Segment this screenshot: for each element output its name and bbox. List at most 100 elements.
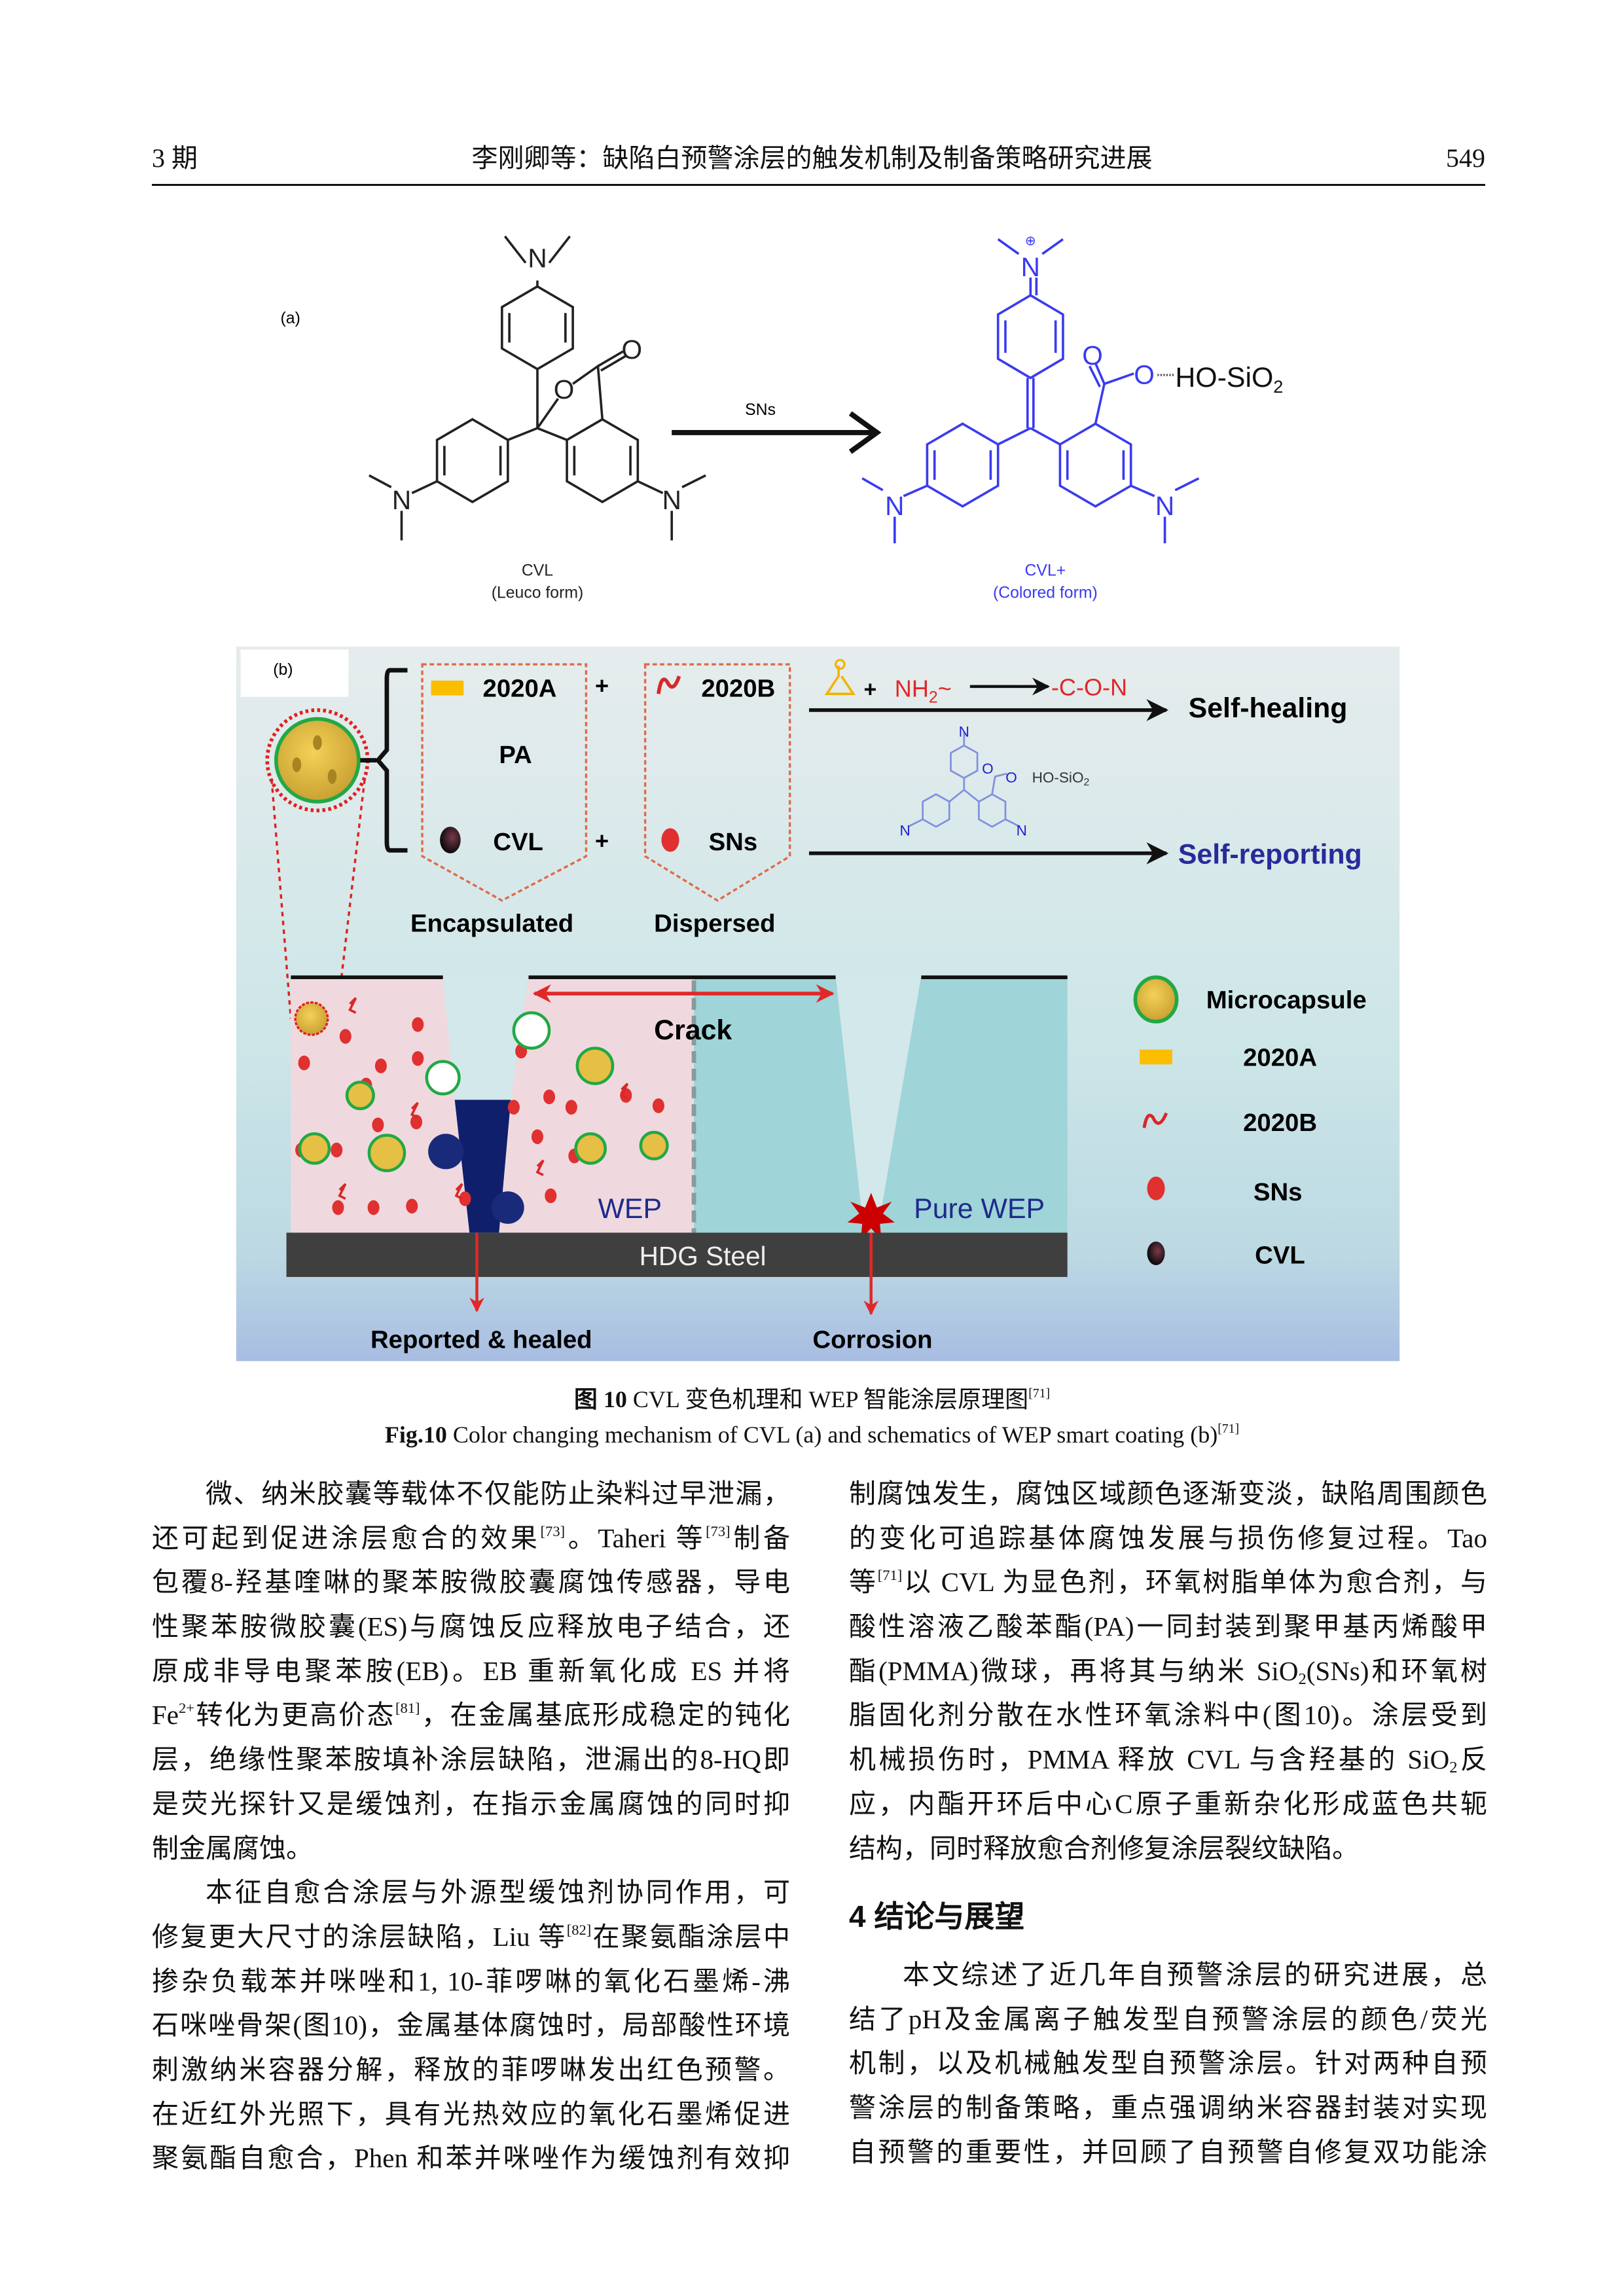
text-line: 刺激纳米容器分解，释放的菲啰啉发出红色预警。 xyxy=(152,2054,790,2085)
plus-sign: + xyxy=(595,672,609,699)
atom-n: N xyxy=(528,243,547,273)
reaction-arrow-head xyxy=(848,411,882,454)
atom-o: O xyxy=(1134,360,1155,390)
page-number: 549 xyxy=(1446,143,1485,173)
legend-2020b-icon xyxy=(1142,1112,1168,1128)
sns-particle xyxy=(372,1117,384,1133)
sns-particle xyxy=(543,1089,556,1105)
2020b-particle xyxy=(535,1159,545,1177)
amine-label: NH2~ xyxy=(895,675,952,707)
text-line: 结了pH及金属离子触发型自预警涂层的颜色/荧光 xyxy=(849,2003,1487,2034)
legend-cvl: CVL xyxy=(1255,1242,1305,1270)
text-line: 等[71]以 CVL 为显色剂，环氧树脂单体为愈合剂，与 xyxy=(849,1567,1488,1598)
running-header-title: 李刚卿等：缺陷白预警涂层的触发机制及制备策略研究进展 xyxy=(471,143,1153,173)
microcapsule-icon xyxy=(274,717,361,804)
text-line: 性聚苯胺微胶囊(ES)与腐蚀反应释放电子结合，还 xyxy=(152,1611,790,1642)
corrosion-burst-icon xyxy=(847,1193,895,1240)
crack-right xyxy=(835,975,922,1218)
legend-microcapsule: Microcapsule xyxy=(1206,986,1367,1014)
2020b-particle xyxy=(410,1102,419,1119)
hosio2-label: HO-SiO2 xyxy=(1175,362,1283,397)
atom-n: N xyxy=(1155,491,1174,521)
text-line: 本文综述了近几年自预警涂层的研究进展，总 xyxy=(903,1960,1487,1990)
text-line: 警涂层的制备策略，重点强调纳米容器封装对实现 xyxy=(849,2092,1487,2123)
panel-b-label-box xyxy=(240,649,349,697)
sns-particle xyxy=(565,1100,577,1115)
subscript: 2 xyxy=(1449,1759,1458,1777)
text-line: 酸性溶液乙酸苯酯(PA)一同封装到聚甲基丙烯酸甲 xyxy=(849,1611,1487,1642)
text-line: Fe2+转化为更高价态[81]，在金属基底形成稳定的钝化 xyxy=(152,1700,791,1731)
2020b-particle xyxy=(348,997,357,1014)
positive-charge-icon: ⊕ xyxy=(1025,234,1036,248)
text-line: 本征自愈合涂层与外源型缓蚀剂协同作用，可 xyxy=(206,1877,790,1908)
ruptured-capsule xyxy=(512,1011,551,1050)
text-line: 修复更大尺寸的涂层缺陷，Liu 等[82]在聚氨酯涂层中 xyxy=(152,1921,791,1952)
text-line: 层，绝缘性聚苯胺填补涂层缺陷，泄漏出的8-HQ即 xyxy=(152,1744,790,1775)
body-column-right-continued: 本文综述了近几年自预警涂层的研究进展，总结了pH及金属离子触发型自预警涂层的颜色… xyxy=(849,1953,1487,2174)
cvl-colored-structure xyxy=(861,238,1200,544)
encapsulated-box xyxy=(421,663,588,902)
text-line: 还可起到促进涂层愈合的效果[73]。Taheri 等[73]制备 xyxy=(152,1522,790,1553)
sns-icon xyxy=(661,828,679,852)
2020b-icon xyxy=(657,675,681,694)
cvl-plus-form: (Colored form) xyxy=(993,584,1098,602)
label-dispersed: Dispersed xyxy=(654,909,775,937)
citation: [81] xyxy=(395,1700,420,1717)
dispersed-box xyxy=(643,663,791,902)
figure-caption-cn: 图 10 CVL 变色机理和 WEP 智能涂层原理图[71] xyxy=(573,1386,1051,1412)
cvl-name: CVL xyxy=(522,562,553,580)
label-cvl: CVL xyxy=(493,828,543,856)
legend-microcapsule-icon xyxy=(1133,975,1179,1024)
legend-sns-icon xyxy=(1147,1176,1165,1200)
text-line: 制金属腐蚀。 xyxy=(152,1833,313,1863)
label-self-healing: Self-healing xyxy=(1189,692,1348,724)
microcapsule-particle xyxy=(639,1130,669,1160)
microcapsule-icon xyxy=(294,1001,329,1036)
text-line: 包覆8-羟基喹啉的聚苯胺微胶囊腐蚀传感器，导电 xyxy=(152,1567,790,1598)
text-line: 脂固化剂分散在水性环氧涂料中(图10)。涂层受到 xyxy=(849,1700,1487,1731)
atom-o: O xyxy=(1082,340,1103,370)
text-line: 原成非导电聚苯胺(EB)。EB 重新氧化成 ES 并将 xyxy=(152,1655,790,1686)
sns-particle xyxy=(531,1129,544,1145)
legend: Microcapsule 2020A 2020B SNs CVL xyxy=(1133,975,1367,1270)
running-header-issue: 3 期 xyxy=(152,143,198,173)
2020b-particle xyxy=(620,1083,629,1100)
sns-particle xyxy=(459,1191,471,1206)
panel-b: (b) 2020A + 2020B PA CVL + SNs Encapsula… xyxy=(236,646,1400,1361)
epoxide-icon xyxy=(824,666,856,695)
legend-2020a-icon xyxy=(1140,1049,1172,1065)
microcapsule-particle xyxy=(574,1132,607,1165)
legend-cvl-icon xyxy=(1147,1241,1165,1266)
label-encapsulated: Encapsulated xyxy=(410,909,573,937)
microcapsule-particle xyxy=(367,1134,406,1172)
label-2020b: 2020B xyxy=(701,675,775,703)
sns-particle xyxy=(339,1029,352,1044)
legend-sns: SNs xyxy=(1254,1178,1303,1206)
legend-2020a: 2020A xyxy=(1243,1044,1317,1072)
sns-particle xyxy=(507,1100,520,1115)
atom-n: N xyxy=(899,823,910,839)
text-line: 在近红外光照下，具有光热效应的氧化石墨烯促进 xyxy=(152,2098,790,2129)
atom-n: N xyxy=(959,724,969,740)
atom-n: N xyxy=(662,485,681,515)
subscript: 2 xyxy=(1298,1670,1307,1688)
body-column-left: 微、纳米胶囊等载体不仅能防止染料过早泄漏，还可起到促进涂层愈合的效果[73]。T… xyxy=(152,1472,790,2181)
label-sns: SNs xyxy=(709,828,758,856)
citation: [73] xyxy=(540,1522,566,1539)
sns-particle xyxy=(412,1050,424,1066)
figure-10: (a) N N N O O CVL (Leuco form) SNs N ⊕ N… xyxy=(236,234,1400,1361)
sns-particle xyxy=(298,1055,310,1071)
sns-particle xyxy=(374,1058,387,1073)
product-label: -C-O-N xyxy=(1051,673,1127,700)
cvl-icon xyxy=(440,827,461,853)
2020b-particle xyxy=(338,1183,347,1200)
atom-n: N xyxy=(1021,252,1040,282)
sns-particle xyxy=(332,1200,344,1215)
sns-particle xyxy=(545,1188,557,1204)
label-corrosion: Corrosion xyxy=(812,1325,932,1354)
microcapsule-particle xyxy=(345,1081,375,1111)
colored-cvl-blob xyxy=(492,1191,524,1224)
text-line: 石咪唑骨架(图10)，金属基体腐蚀时，局部酸性环境 xyxy=(152,2010,790,2041)
brace xyxy=(360,668,408,853)
atom-o: O xyxy=(1005,769,1017,785)
